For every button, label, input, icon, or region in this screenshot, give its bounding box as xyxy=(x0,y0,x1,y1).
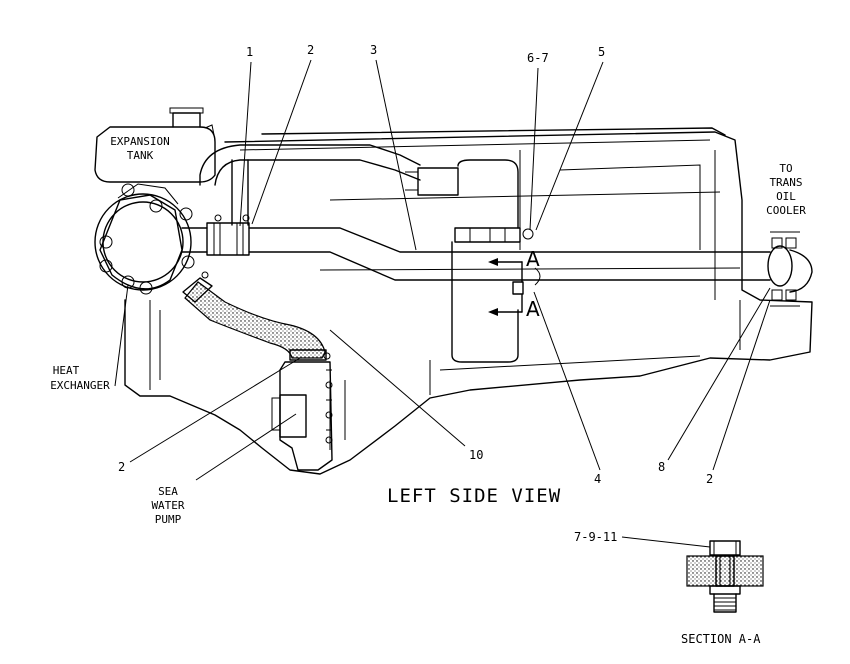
section-a-a-detail xyxy=(686,540,764,613)
main-coolant-pipe xyxy=(248,227,813,307)
sea-water-pump-label-line2: WATER xyxy=(151,499,184,512)
sea-water-pump-label-line1: SEA xyxy=(158,485,178,498)
callout-1: 1 xyxy=(246,45,253,59)
trans-oil-cooler-label-line1: TO xyxy=(779,162,792,175)
upper-coolant-pipe xyxy=(199,144,421,226)
callout-3: 3 xyxy=(370,43,377,57)
callout-10: 10 xyxy=(469,448,483,462)
heat-exchanger-label-line1: HEAT xyxy=(53,364,80,377)
part-callouts: 1 2 3 6-7 5 4 8 2 2 10 7-9-11 xyxy=(118,43,713,544)
callout-2-top: 2 xyxy=(307,43,314,57)
view-title: LEFT SIDE VIEW xyxy=(387,485,561,507)
heat-exchanger-label-line2: EXCHANGER xyxy=(50,379,110,392)
component-labels: EXPANSION TANK TO TRANS OIL COOLER HEAT … xyxy=(50,135,806,526)
expansion-tank-label-line2: TANK xyxy=(127,149,154,162)
section-marker-bottom: A xyxy=(526,297,540,321)
section-cut-markers: A A xyxy=(488,247,541,321)
sea-water-pump-label-line3: PUMP xyxy=(155,513,182,526)
callout-2-left: 2 xyxy=(118,460,125,474)
section-marker-top: A xyxy=(526,247,540,271)
callout-2-right: 2 xyxy=(706,472,713,486)
trans-oil-cooler-label-line3: OIL xyxy=(776,190,796,203)
engine-block xyxy=(124,127,813,475)
callout-6-7: 6-7 xyxy=(527,51,549,65)
callout-5: 5 xyxy=(598,45,605,59)
trans-oil-cooler-label-line4: COOLER xyxy=(766,204,806,217)
filter-canister xyxy=(405,159,534,363)
callout-8: 8 xyxy=(658,460,665,474)
leader-lines xyxy=(114,59,771,548)
callout-4: 4 xyxy=(594,472,601,486)
hose-clamp-connector xyxy=(181,214,250,256)
expansion-tank xyxy=(94,107,216,183)
heat-exchanger xyxy=(94,183,195,295)
trans-oil-cooler-label-line2: TRANS xyxy=(769,176,802,189)
sea-water-pump xyxy=(271,361,333,471)
callout-7-9-11: 7-9-11 xyxy=(574,530,617,544)
section-title: SECTION A-A xyxy=(681,632,761,646)
expansion-tank-label-line1: EXPANSION xyxy=(110,135,170,148)
sea-water-hose xyxy=(182,271,331,361)
